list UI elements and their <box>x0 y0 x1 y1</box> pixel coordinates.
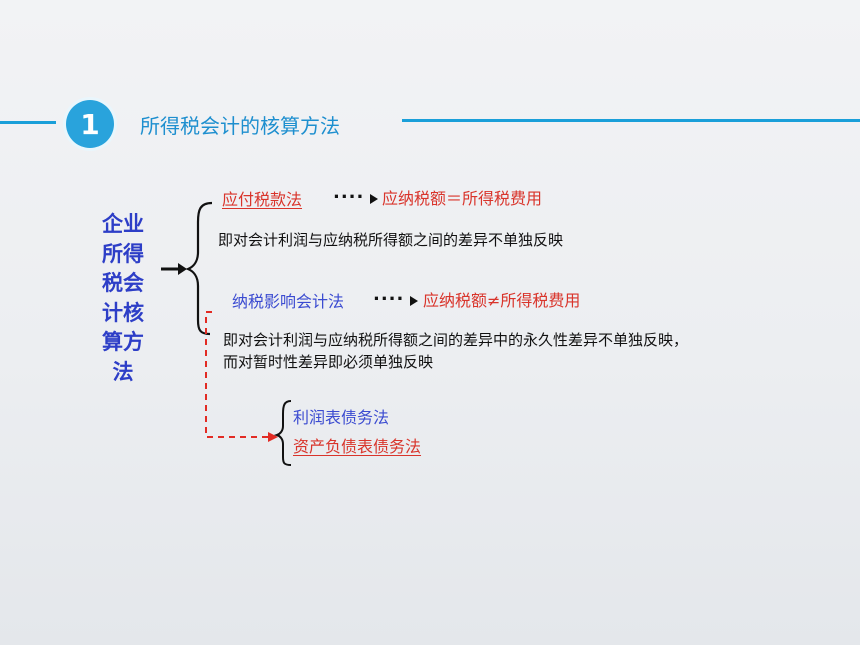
dots-arrowhead <box>410 296 418 306</box>
vertical-heading-line: 算方 <box>102 330 144 354</box>
vertical-heading-line: 法 <box>112 359 134 384</box>
vertical-heading-line: 税会 <box>102 271 144 295</box>
desc-tax-effect-line2: 而对暂时性差异即必须单独反映 <box>223 353 434 371</box>
vertical-heading-line: 所得 <box>102 241 144 266</box>
vertical-heading: 企业 所得 税会 计核 算方 法 <box>93 210 153 387</box>
formula-payable: 应纳税额＝所得税费用 <box>382 189 543 208</box>
vertical-heading-line: 计核 <box>102 300 144 325</box>
sub-brace <box>273 400 292 466</box>
dots-arrowhead <box>370 194 378 204</box>
main-brace <box>185 201 213 336</box>
header-rule-right <box>402 119 860 122</box>
dashed-connector <box>205 311 270 438</box>
formula-tax-effect: 应纳税额≠所得税费用 <box>423 291 581 310</box>
dots-connector: .... <box>333 182 365 203</box>
desc-tax-effect-line1: 即对会计利润与应纳税所得额之间的差异中的永久性差异不单独反映， <box>223 331 689 349</box>
method-name-payable: 应付税款法 <box>222 190 303 209</box>
method-name-tax-effect: 纳税影响会计法 <box>232 292 345 311</box>
heading-arrow-head <box>178 263 187 275</box>
desc-payable: 即对会计利润与应纳税所得额之间的差异不单独反映 <box>218 231 564 249</box>
sub-method-income-statement: 利润表债务法 <box>293 408 390 427</box>
sub-method-balance-sheet: 资产负债表债务法 <box>293 437 422 456</box>
header-rule-left <box>0 121 56 124</box>
section-number-badge: 1 <box>66 100 114 148</box>
section-title: 所得税会计的核算方法 <box>140 114 340 138</box>
vertical-heading-line: 企业 <box>102 212 144 236</box>
dashed-connector-head <box>268 432 278 442</box>
dots-connector: .... <box>373 284 405 305</box>
